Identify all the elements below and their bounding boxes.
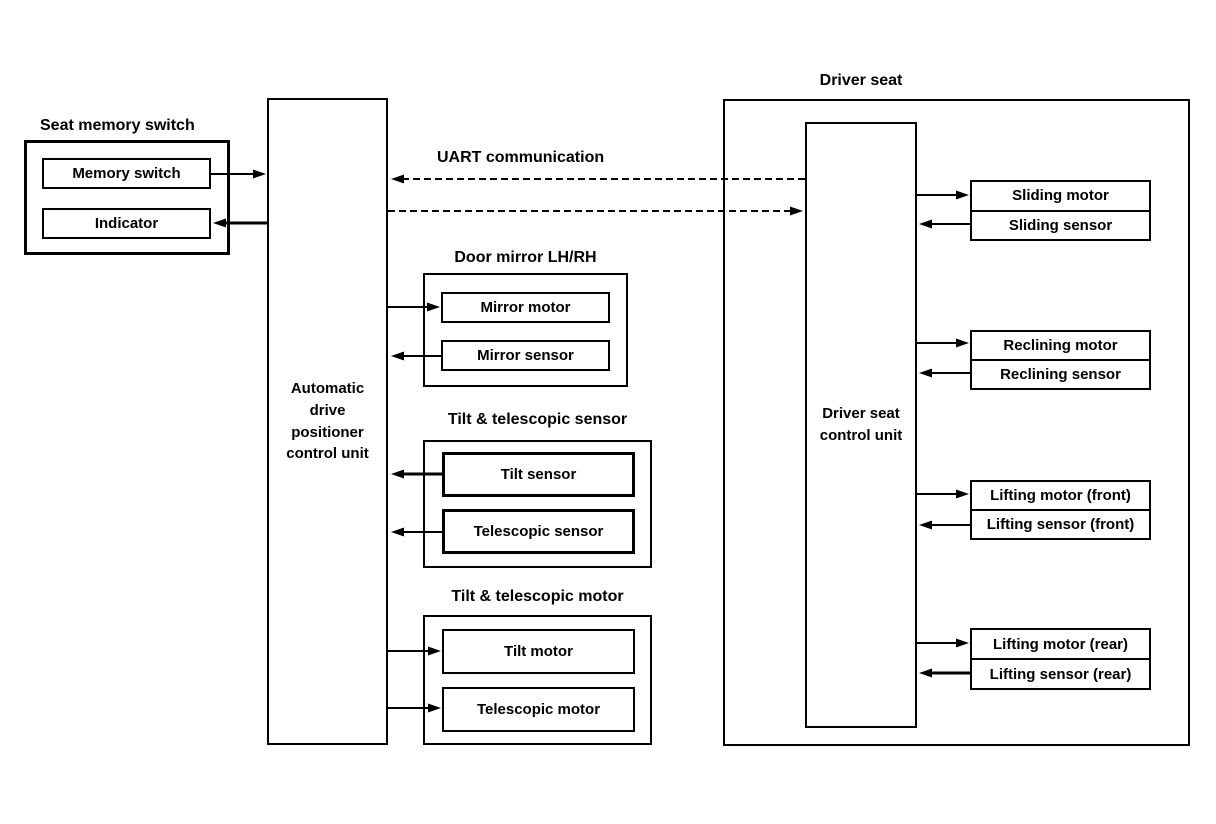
sliding-sensor-box: Sliding sensor (972, 209, 1149, 240)
telescopic-motor-box: Telescopic motor (442, 687, 635, 732)
reclining-motor-label: Reclining motor (1003, 337, 1118, 354)
reclining-sensor-box: Reclining sensor (972, 359, 1149, 388)
sliding-motor-box: Sliding motor (972, 182, 1149, 210)
adp-control-unit-box: Automatic drive positioner control unit (267, 98, 388, 745)
lifting-rear-pair-box: Lifting motor (rear) Lifting sensor (rea… (970, 628, 1151, 690)
driver-seat-group-box (723, 99, 1190, 746)
driver-seat-control-unit-label: Driver seat control unit (819, 405, 903, 444)
lifting-motor-front-label: Lifting motor (front) (990, 487, 1131, 504)
driver-seat-group-label: Driver seat (819, 72, 903, 89)
adp-control-unit-label: Automatic drive positioner control unit (286, 380, 369, 463)
mirror-motor-label: Mirror motor (480, 299, 571, 316)
tilt-telescopic-motor-group-label: Tilt & telescopic motor (451, 588, 624, 605)
tilt-sensor-label: Tilt sensor (500, 466, 577, 483)
driver-seat-control-unit-box: Driver seat control unit (805, 122, 917, 728)
sliding-motor-label: Sliding motor (1012, 187, 1109, 205)
lifting-motor-rear-label: Lifting motor (rear) (993, 635, 1128, 653)
door-mirror-group-label: Door mirror LH/RH (454, 249, 597, 266)
mirror-sensor-box: Mirror sensor (441, 340, 610, 371)
indicator-label: Indicator (94, 215, 159, 232)
reclining-pair-box: Reclining motor Reclining sensor (970, 330, 1151, 390)
telescopic-sensor-box: Telescopic sensor (442, 509, 635, 554)
tilt-telescopic-sensor-group-label: Tilt & telescopic sensor (447, 411, 628, 428)
tilt-telescopic-motor-group-box (423, 615, 652, 745)
lifting-motor-front-box: Lifting motor (front) (972, 482, 1149, 509)
mirror-sensor-label: Mirror sensor (477, 347, 574, 364)
lifting-sensor-front-label: Lifting sensor (front) (986, 516, 1135, 533)
telescopic-sensor-label: Telescopic sensor (473, 523, 604, 540)
mirror-motor-box: Mirror motor (441, 292, 610, 323)
sliding-pair-box: Sliding motor Sliding sensor (970, 180, 1151, 241)
indicator-box: Indicator (42, 208, 211, 239)
lifting-front-pair-box: Lifting motor (front) Lifting sensor (fr… (970, 480, 1151, 540)
tilt-motor-box: Tilt motor (442, 629, 635, 674)
lifting-sensor-front-box: Lifting sensor (front) (972, 509, 1149, 538)
door-mirror-group-box (423, 273, 628, 387)
uart-communication-label: UART communication (437, 149, 605, 166)
memory-switch-label: Memory switch (72, 165, 181, 182)
tilt-sensor-box: Tilt sensor (442, 452, 635, 497)
reclining-sensor-label: Reclining sensor (1000, 366, 1121, 383)
seat-memory-switch-group-label: Seat memory switch (40, 117, 195, 134)
memory-switch-box: Memory switch (42, 158, 211, 189)
sliding-sensor-label: Sliding sensor (1008, 216, 1113, 234)
telescopic-motor-label: Telescopic motor (476, 701, 601, 718)
lifting-motor-rear-box: Lifting motor (rear) (972, 630, 1149, 658)
lifting-sensor-rear-box: Lifting sensor (rear) (972, 658, 1149, 688)
tilt-telescopic-sensor-group-box (423, 440, 652, 568)
reclining-motor-box: Reclining motor (972, 332, 1149, 359)
lifting-sensor-rear-label: Lifting sensor (rear) (989, 665, 1132, 683)
tilt-motor-label: Tilt motor (504, 643, 573, 660)
seat-memory-switch-group-box (24, 140, 230, 255)
